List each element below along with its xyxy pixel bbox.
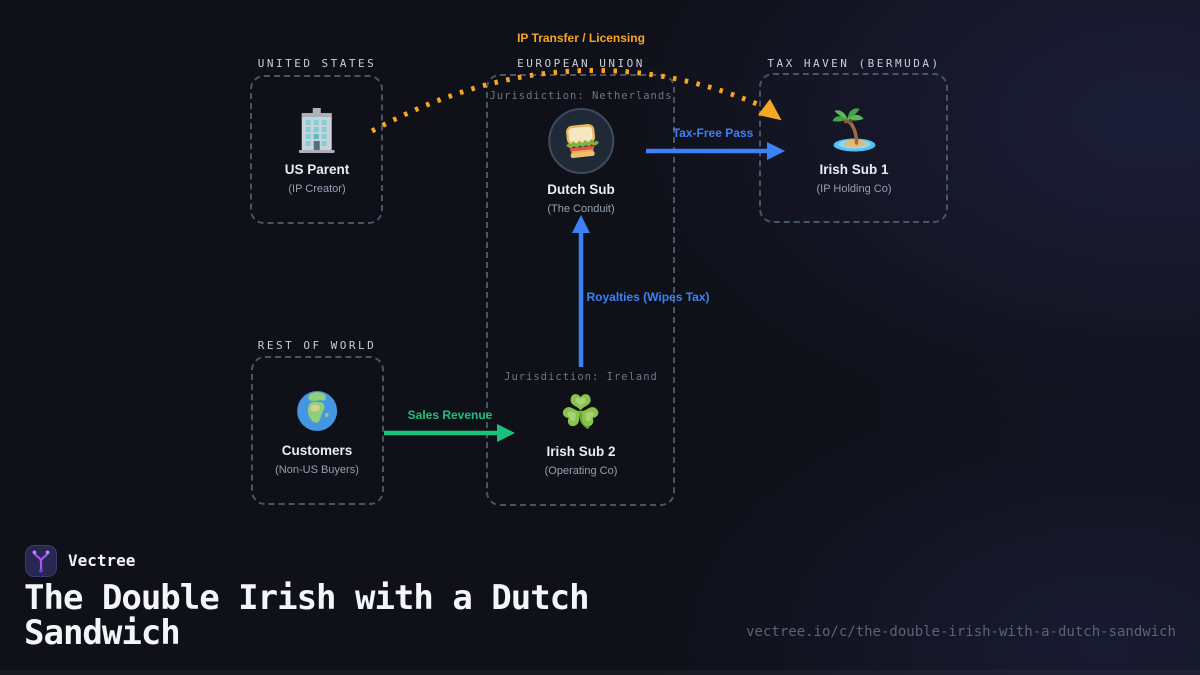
vectree-branch-icon: [32, 550, 50, 573]
desert-island-icon: [832, 108, 875, 152]
node-irish-sub-2: Irish Sub 2 (Operating Co): [544, 388, 618, 477]
region-box-rest-of-world: [251, 356, 384, 505]
region-label-united-states: UNITED STATES: [257, 57, 377, 70]
sandwich-icon: [565, 124, 599, 158]
vectree-logo: [25, 545, 57, 577]
jurisdiction-ireland-label: Jurisdiction: Ireland: [504, 371, 658, 383]
node-customers-subtitle: (Non-US Buyers): [275, 464, 359, 476]
region-label-european-union: EUROPEAN UNION: [517, 57, 645, 70]
node-dutch-sub-title: Dutch Sub: [547, 182, 615, 197]
jurisdiction-netherlands-label: Jurisdiction: Netherlands: [489, 90, 673, 102]
globe-icon: [297, 391, 337, 431]
node-irish-sub-1-subtitle: (IP Holding Co): [816, 183, 892, 195]
shamrock-icon: [563, 394, 599, 429]
node-us-parent: US Parent (IP Creator): [284, 106, 350, 195]
page-url: vectree.io/c/the-double-irish-with-a-dut…: [746, 624, 1176, 640]
dutch-sub-icon-circle: [548, 108, 614, 174]
page-title: The Double Irish with a Dutch Sandwich: [24, 578, 590, 653]
node-us-parent-subtitle: (IP Creator): [288, 183, 346, 195]
region-label-tax-haven-bermuda: TAX HAVEN (BERMUDA): [767, 57, 941, 70]
flow-ip-transfer-label: IP Transfer / Licensing: [517, 31, 645, 45]
region-box-tax-haven-bermuda: [759, 73, 948, 223]
region-box-united-states: [250, 75, 383, 224]
brand-name: Vectree: [68, 551, 136, 570]
node-irish-sub-2-title: Irish Sub 2: [546, 444, 616, 459]
flow-sales-revenue-label: Sales Revenue: [407, 408, 493, 422]
node-irish-sub-1: Irish Sub 1 (IP Holding Co): [817, 106, 892, 195]
node-customers: Customers (Non-US Buyers): [275, 387, 359, 476]
region-label-rest-of-world: REST OF WORLD: [257, 339, 377, 352]
flow-tax-free-pass-label: Tax-Free Pass: [672, 126, 754, 140]
office-building-icon: [299, 108, 335, 153]
flow-royalties-label: Royalties (Wipes Tax): [586, 290, 710, 304]
node-irish-sub-1-title: Irish Sub 1: [819, 162, 889, 177]
node-dutch-sub: Dutch Sub (The Conduit): [547, 108, 615, 215]
node-irish-sub-2-subtitle: (Operating Co): [544, 465, 618, 477]
node-customers-title: Customers: [281, 443, 353, 458]
node-dutch-sub-subtitle: (The Conduit): [547, 203, 615, 215]
bottom-edge-strip: [0, 670, 1200, 675]
node-us-parent-title: US Parent: [284, 162, 350, 177]
